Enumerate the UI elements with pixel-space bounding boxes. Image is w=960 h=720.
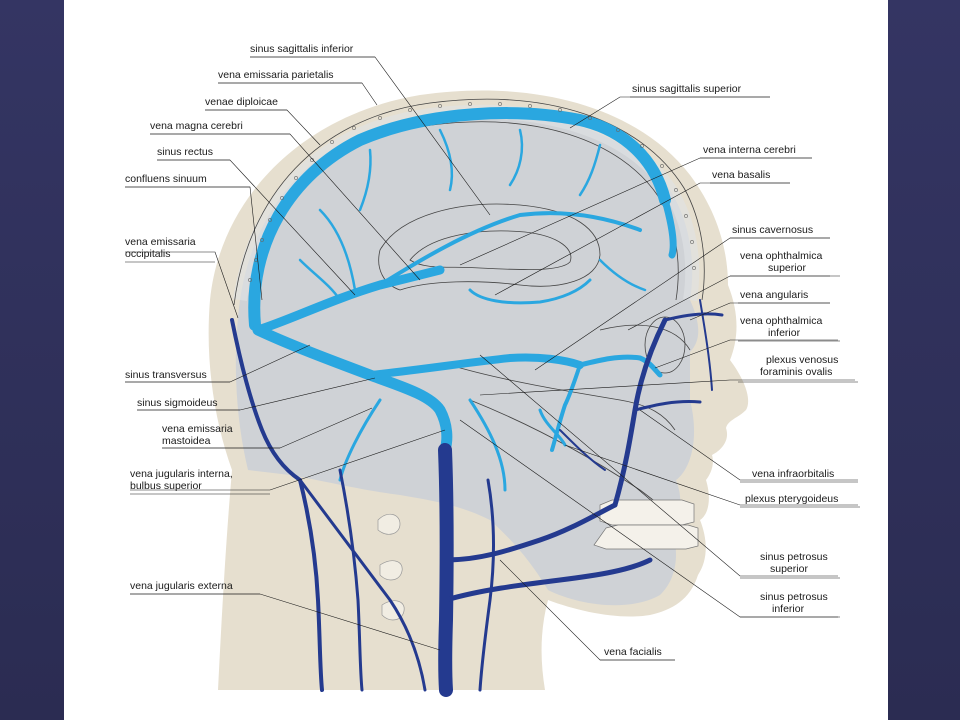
label-vena-jugularis-externa: vena jugularis externa: [130, 580, 233, 592]
label-sinus-transversus: sinus transversus: [125, 369, 207, 381]
label-sinus-sagittalis-inferior: sinus sagittalis inferior: [250, 43, 354, 55]
label-vena-emissaria-mastoidea: vena emissaria mastoidea: [162, 423, 236, 447]
label-vena-infraorbitalis: vena infraorbitalis: [752, 468, 834, 480]
label-vena-emissaria-occipitalis: vena emissaria occipitalis: [125, 236, 199, 260]
left-frame-band: [0, 0, 64, 720]
labels-right: sinus sagittalis superior vena interna c…: [604, 83, 841, 658]
skull-outer-edge: [233, 98, 705, 306]
diploic-dots: [248, 102, 696, 282]
label-sinus-rectus: sinus rectus: [157, 146, 213, 158]
cervical-vertebrae: [377, 513, 405, 621]
label-vena-ophthalmica-superior: vena ophthalmica superior: [740, 250, 825, 274]
label-vena-angularis: vena angularis: [740, 289, 808, 301]
labels-left: sinus sagittalis inferior vena emissaria…: [125, 43, 354, 592]
teeth: [593, 499, 699, 550]
tentorium-line: [449, 364, 676, 431]
label-sinus-petrosus-superior: sinus petrosus superior: [760, 551, 831, 575]
orbit-outline: [644, 316, 686, 374]
label-sinus-sigmoideus: sinus sigmoideus: [137, 397, 218, 409]
label-vena-ophthalmica-inferior: vena ophthalmica inferior: [740, 315, 825, 339]
orbit-line: [599, 324, 691, 351]
corpus-callosum-outline: [378, 203, 601, 291]
label-confluens-sinuum: confluens sinuum: [125, 173, 207, 185]
label-vena-magna-cerebri: vena magna cerebri: [150, 120, 243, 132]
label-vena-facialis: vena facialis: [604, 646, 662, 658]
label-sinus-sagittalis-superior: sinus sagittalis superior: [632, 83, 742, 95]
label-venae-diploicae: venae diploicae: [205, 96, 278, 108]
label-plexus-pterygoideus: plexus pterygoideus: [745, 493, 838, 505]
label-sinus-petrosus-inferior: sinus petrosus inferior: [760, 591, 831, 615]
label-vena-emissaria-parietalis: vena emissaria parietalis: [218, 69, 334, 81]
right-frame-band: [888, 0, 960, 720]
label-vena-interna-cerebri: vena interna cerebri: [703, 144, 796, 156]
dural-sinuses: [248, 107, 677, 492]
label-sinus-cavernosus: sinus cavernosus: [732, 224, 813, 236]
label-vena-basalis: vena basalis: [712, 169, 770, 181]
label-vena-jugularis-interna: vena jugularis interna, bulbus superior: [130, 468, 236, 492]
label-underlines: [125, 56, 860, 661]
skull-interior: [235, 111, 699, 606]
label-plexus-venosus-foraminis-ovalis: plexus venosus foraminis ovalis: [760, 354, 841, 378]
